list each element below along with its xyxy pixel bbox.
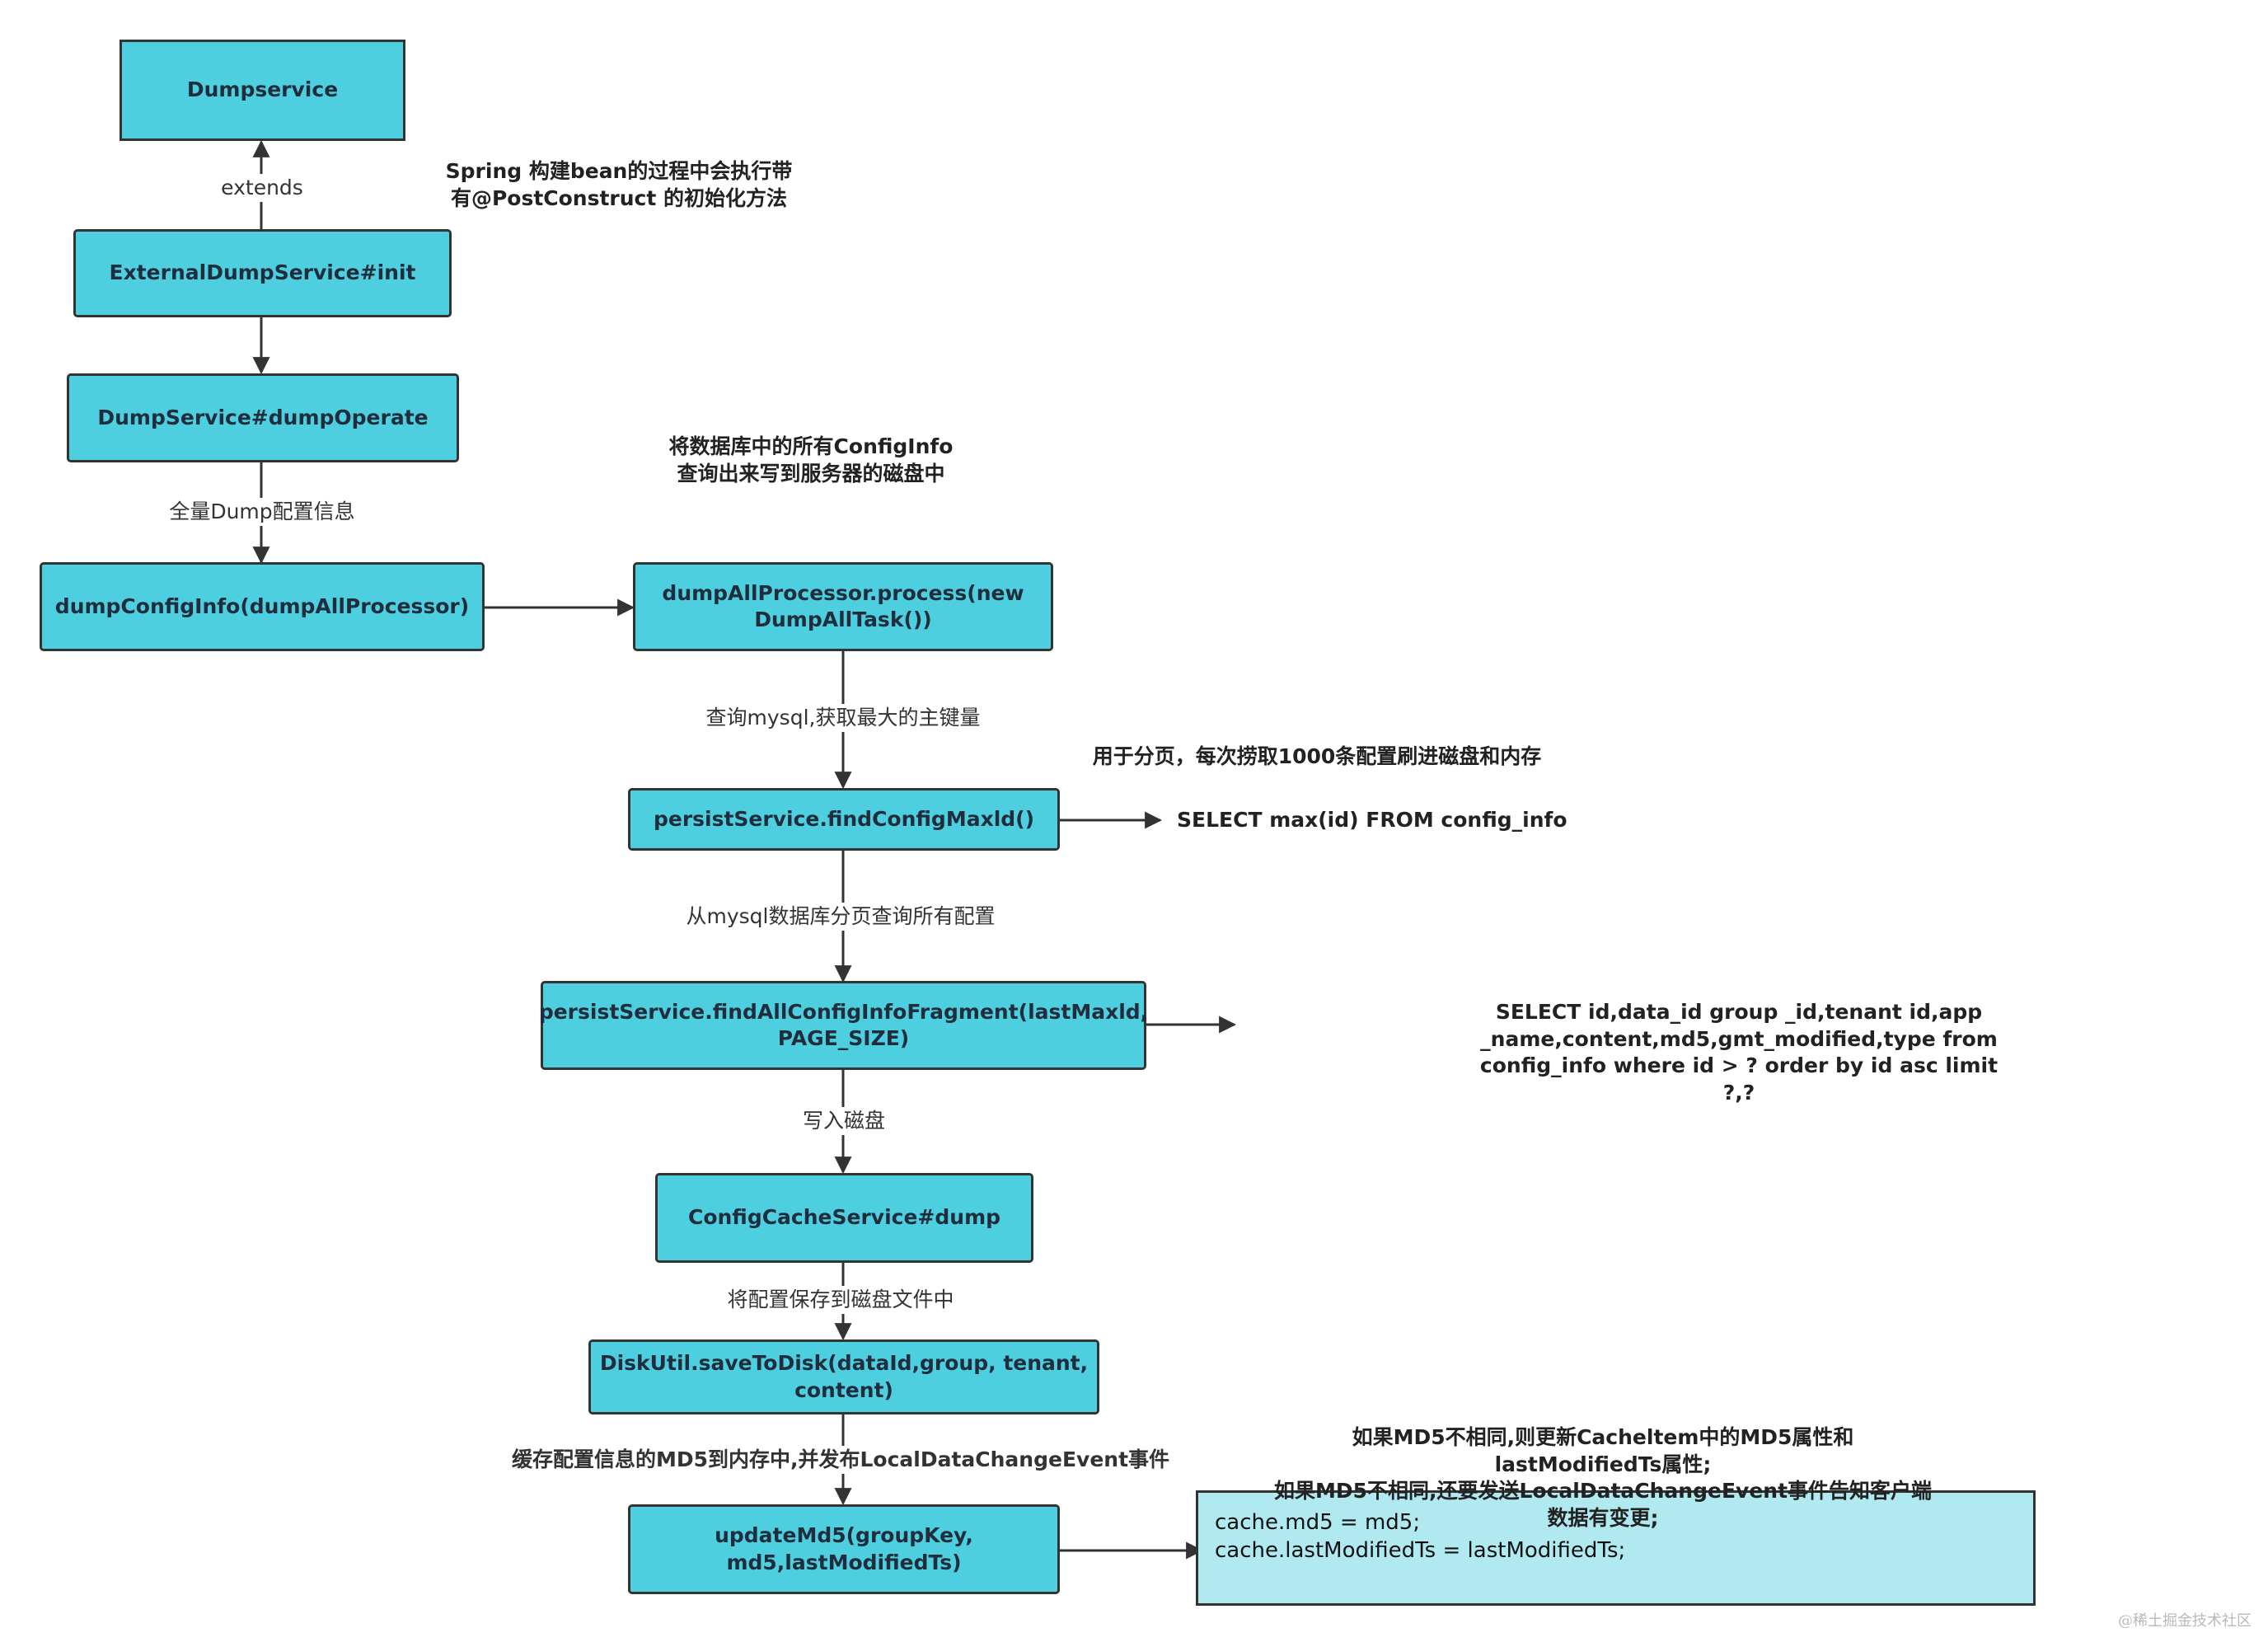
node-dump-operate: DumpService#dumpOperate [67, 373, 459, 462]
edge-label-full-dump: 全量Dump配置信息 [166, 498, 358, 526]
note-dump-all-desc: 将数据库中的所有ConfigInfo 查询出来写到服务器的磁盘中 [668, 434, 954, 486]
node-dump-config-info: dumpConfigInfo(dumpAllProcessor) [40, 562, 485, 651]
note-md5-desc: 如果MD5不相同,则更新Cacheltem中的MD5属性和lastModifie… [1273, 1425, 1933, 1530]
note-sql-fragment: SELECT id,data_id group _id,tenant id,ap… [1479, 1000, 1999, 1105]
edge-label-cache-md5: 缓存配置信息的MD5到内存中,并发布LocalDataChangeEvent事件 [508, 1446, 1174, 1474]
node-save-to-disk: DiskUtil.saveToDisk(dataId,group, tenant… [588, 1339, 1099, 1414]
node-update-md5: updateMd5(groupKey, md5,lastModifiedTs) [628, 1504, 1060, 1594]
edge-label-page-query: 从mysql数据库分页查询所有配置 [682, 903, 999, 931]
note-spring-init: Spring 构建bean的过程中会执行带 有@PostConstruct 的初… [445, 159, 793, 210]
note-sql-max: SELECT max(id) FROM config_info [1177, 808, 1567, 832]
edge-label-write-disk: 写入磁盘 [799, 1107, 889, 1135]
node-dumpservice: Dumpservice [119, 40, 405, 141]
edge-label-query-max-key: 查询mysql,获取最大的主键量 [702, 704, 984, 732]
node-external-init: ExternalDumpService#init [73, 229, 452, 317]
node-find-fragment: persistService.findAllConfigInfoFragment… [539, 981, 1148, 1070]
node-dump-all-process: dumpAllProcessor.process(new DumpAllTask… [633, 562, 1053, 651]
node-cache-code: cache.md5 = md5; cache.lastModifiedTs = … [1196, 1490, 2036, 1606]
node-find-max-id: persistService.findConfigMaxld() [628, 788, 1060, 851]
edge-label-save-disk-file: 将配置保存到磁盘文件中 [724, 1286, 958, 1314]
node-config-cache-dump: ConfigCacheService#dump [655, 1173, 1033, 1263]
watermark: @稀土掘金技术社区 [2118, 1612, 2252, 1630]
edge-label-extends: extends [218, 174, 307, 202]
note-paging-desc: 用于分页，每次捞取1000条配置刷进磁盘和内存 [1092, 744, 1542, 768]
